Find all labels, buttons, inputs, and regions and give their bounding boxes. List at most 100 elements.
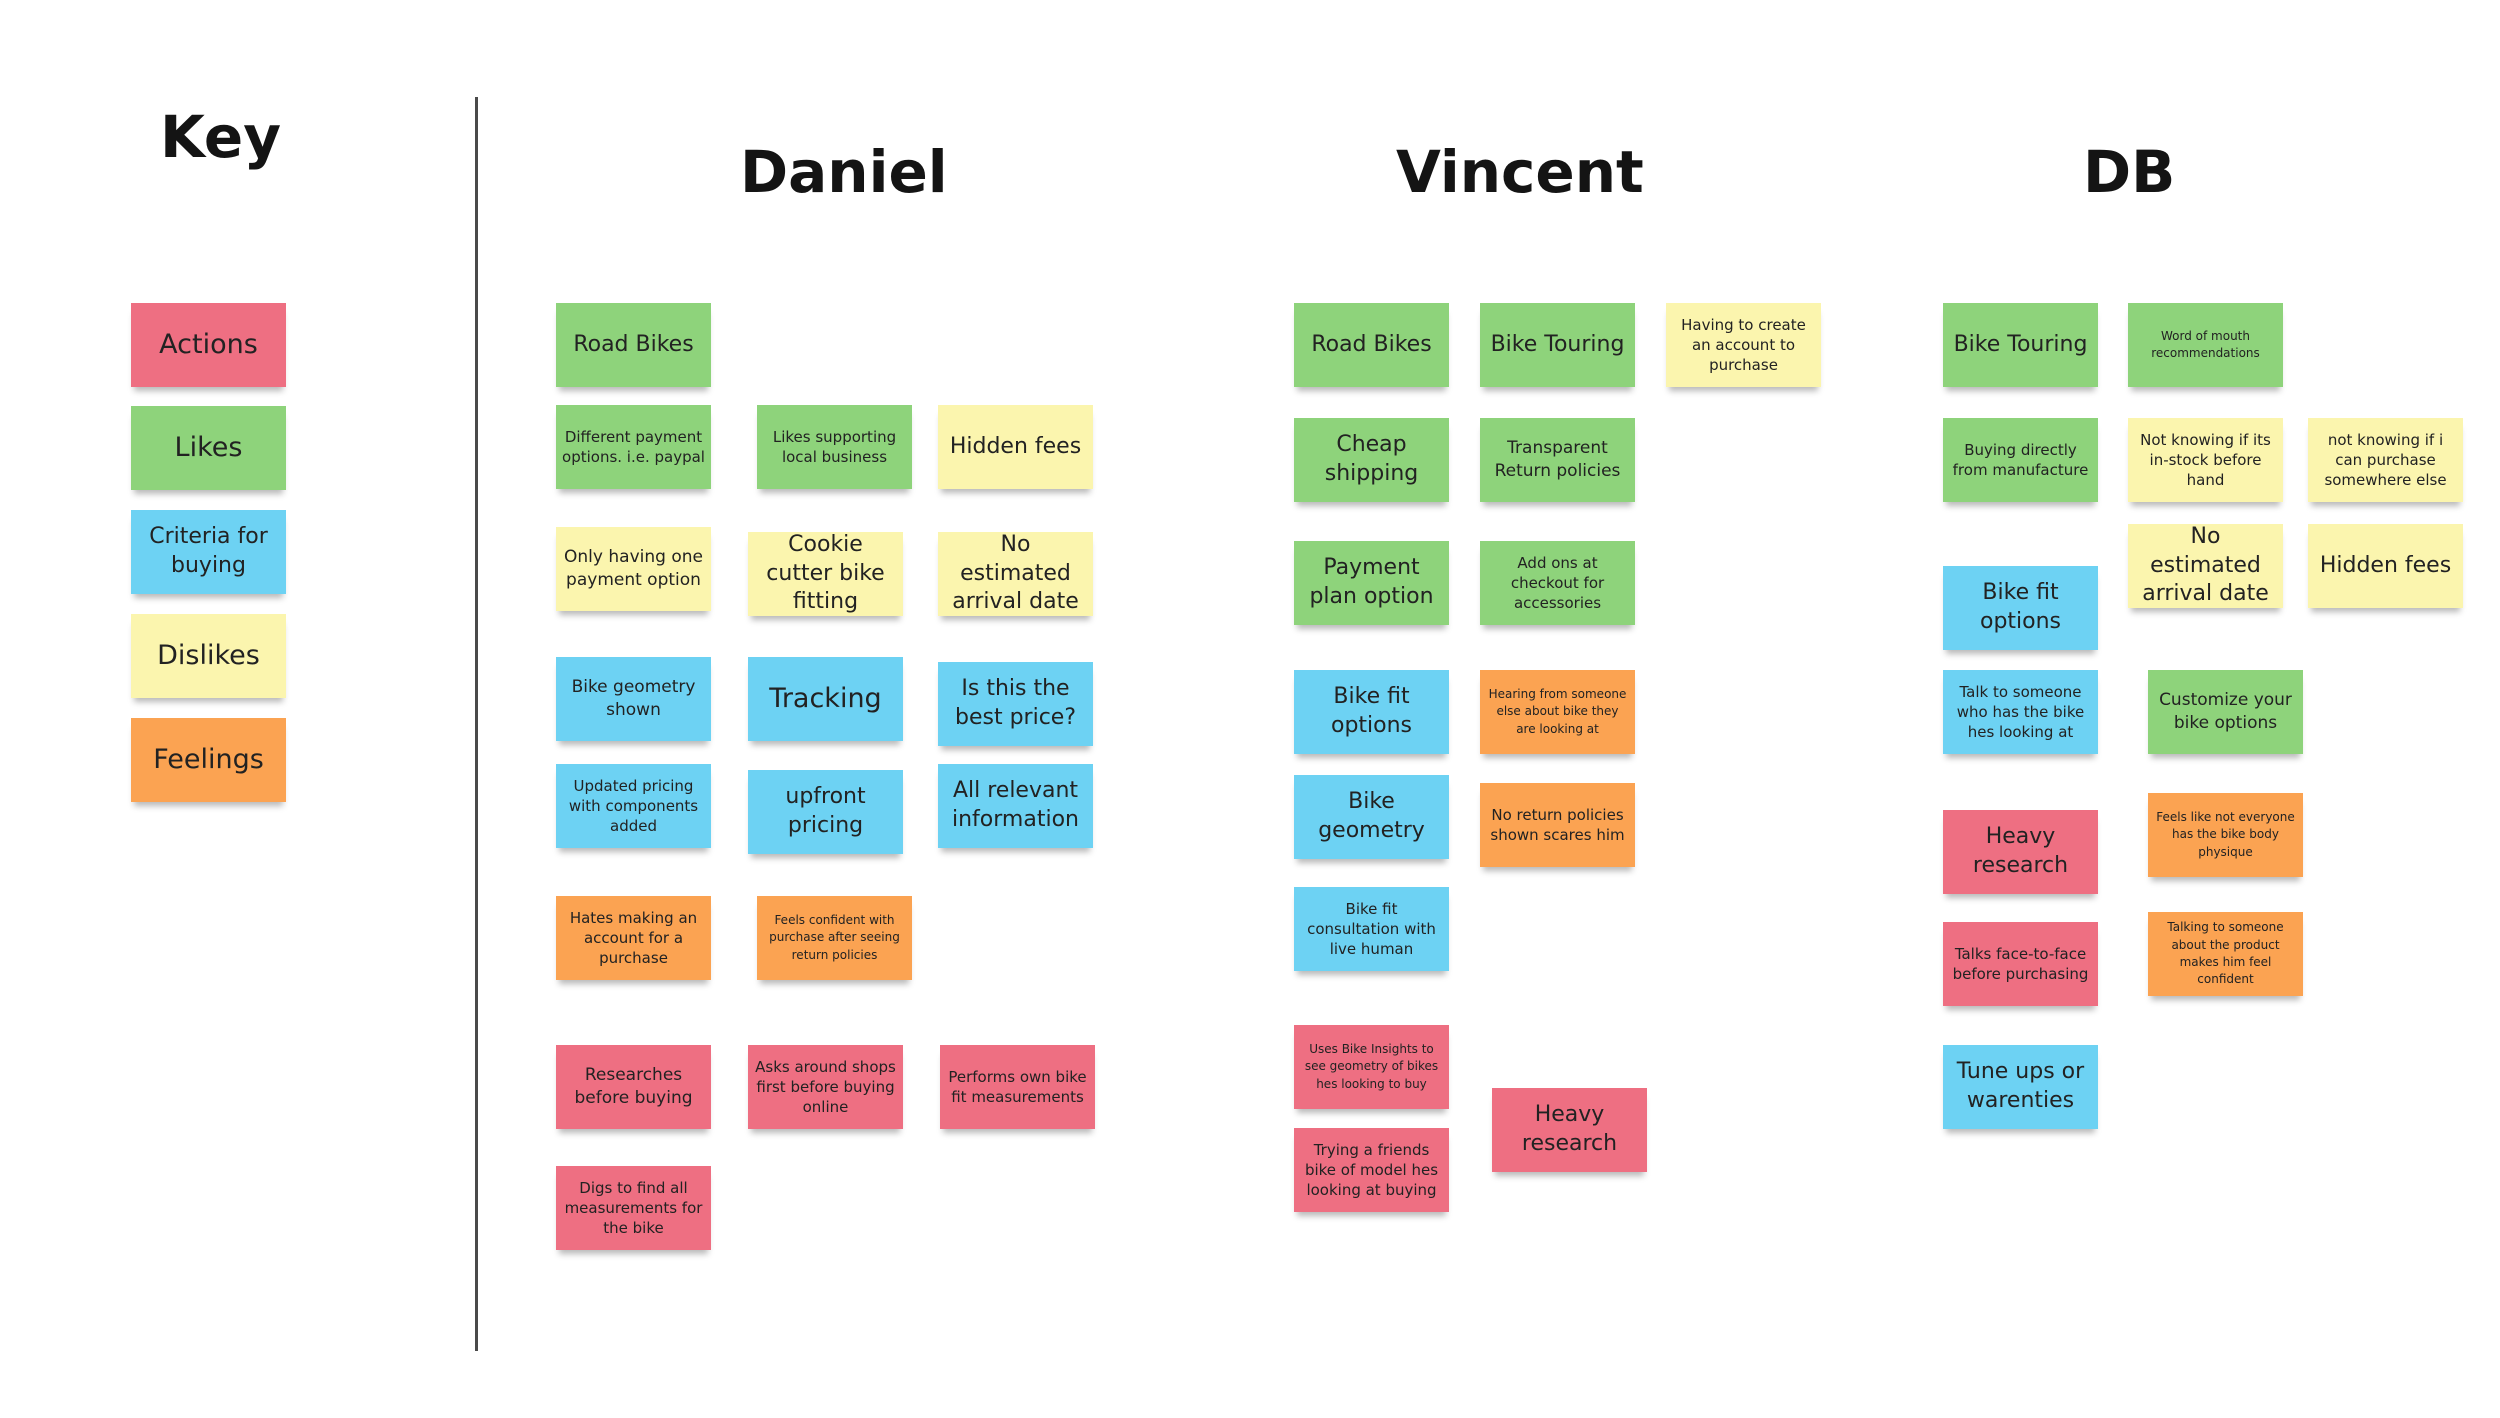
note-text: All relevant information xyxy=(952,778,1079,832)
note-text: Digs to find all measurements for the bi… xyxy=(564,1178,703,1238)
sticky-note[interactable]: Having to create an account to purchase xyxy=(1666,303,1821,387)
sticky-note[interactable]: Hearing from someone else about bike the… xyxy=(1480,670,1635,754)
note-text: not knowing if i can purchase somewhere … xyxy=(2324,430,2447,490)
sticky-note[interactable]: Asks around shops first before buying on… xyxy=(748,1045,903,1129)
note-text: Performs own bike fit measurements xyxy=(948,1067,1087,1106)
note-text: Uses Bike Insights to see geometry of bi… xyxy=(1304,1041,1439,1091)
sticky-note[interactable]: Is this the best price? xyxy=(938,662,1093,746)
note-text: Different payment options. i.e. paypal xyxy=(562,427,705,466)
sticky-note[interactable]: Payment plan option xyxy=(1294,541,1449,625)
note-text: Hates making an account for a purchase xyxy=(569,908,698,968)
sticky-note[interactable]: Hidden fees xyxy=(938,405,1093,489)
sticky-note[interactable]: Road Bikes xyxy=(1294,303,1449,387)
sticky-note[interactable]: Researches before buying xyxy=(556,1045,711,1129)
note-text: Tune ups or warenties xyxy=(1956,1059,2085,1113)
column-divider xyxy=(475,97,478,1351)
sticky-note[interactable]: Feels like not everyone has the bike bod… xyxy=(2148,793,2303,877)
note-text: No estimated arrival date xyxy=(952,532,1079,615)
sticky-note[interactable]: Cookie cutter bike fitting xyxy=(748,532,903,616)
note-text: Talk to someone who has the bike hes loo… xyxy=(1956,682,2085,742)
sticky-note[interactable]: Likes supporting local business xyxy=(757,405,912,489)
note-text: Is this the best price? xyxy=(954,676,1076,730)
sticky-note[interactable]: Performs own bike fit measurements xyxy=(940,1045,1095,1129)
sticky-note[interactable]: Different payment options. i.e. paypal xyxy=(556,405,711,489)
note-text: Criteria for buying xyxy=(149,524,268,578)
sticky-note[interactable]: No return policies shown scares him xyxy=(1480,783,1635,867)
sticky-note[interactable]: not knowing if i can purchase somewhere … xyxy=(2308,418,2463,502)
note-text: Bike fit consultation with live human xyxy=(1307,899,1436,959)
note-text: Customize your bike options xyxy=(2159,690,2292,733)
note-text: Bike Touring xyxy=(1490,331,1625,357)
sticky-note[interactable]: No estimated arrival date xyxy=(2128,524,2283,608)
sticky-note[interactable]: Bike geometry shown xyxy=(556,657,711,741)
note-text: Feels like not everyone has the bike bod… xyxy=(2156,809,2295,859)
sticky-note[interactable]: Only having one payment option xyxy=(556,527,711,611)
note-text: Cheap shipping xyxy=(1324,432,1419,486)
note-text: Heavy research xyxy=(1521,1102,1618,1156)
key-actions-note[interactable]: Actions xyxy=(131,303,286,387)
note-text: upfront pricing xyxy=(785,784,866,838)
sticky-note[interactable]: Add ons at checkout for accessories xyxy=(1480,541,1635,625)
sticky-note[interactable]: Hidden fees xyxy=(2308,524,2463,608)
note-text: Likes xyxy=(174,432,243,464)
note-text: Updated pricing with components added xyxy=(568,776,699,836)
sticky-note[interactable]: Bike Touring xyxy=(1943,303,2098,387)
sticky-note[interactable]: Bike fit options xyxy=(1943,566,2098,650)
sticky-note[interactable]: No estimated arrival date xyxy=(938,532,1093,616)
note-text: Buying directly from manufacture xyxy=(1952,440,2089,479)
key-title: Key xyxy=(160,103,282,171)
sticky-note[interactable]: Heavy research xyxy=(1943,810,2098,894)
note-text: Feels confident with purchase after seei… xyxy=(769,912,900,962)
sticky-note[interactable]: Word of mouth recommendations xyxy=(2128,303,2283,387)
note-text: Word of mouth recommendations xyxy=(2151,328,2260,360)
note-text: Actions xyxy=(159,329,258,361)
sticky-note[interactable]: Bike geometry xyxy=(1294,775,1449,859)
sticky-note[interactable]: Trying a friends bike of model hes looki… xyxy=(1294,1128,1449,1212)
sticky-note[interactable]: Tune ups or warenties xyxy=(1943,1045,2098,1129)
key-likes-note[interactable]: Likes xyxy=(131,406,286,490)
sticky-note[interactable]: Heavy research xyxy=(1492,1088,1647,1172)
note-text: Talks face-to-face before purchasing xyxy=(1952,944,2089,983)
note-text: Road Bikes xyxy=(1311,331,1432,357)
sticky-note[interactable]: Updated pricing with components added xyxy=(556,764,711,848)
key-criteria-note[interactable]: Criteria for buying xyxy=(131,510,286,594)
sticky-note[interactable]: Buying directly from manufacture xyxy=(1943,418,2098,502)
sticky-note[interactable]: Uses Bike Insights to see geometry of bi… xyxy=(1294,1025,1449,1109)
db-title: DB xyxy=(2083,138,2176,206)
sticky-note[interactable]: Tracking xyxy=(748,657,903,741)
sticky-note[interactable]: Talk to someone who has the bike hes loo… xyxy=(1943,670,2098,754)
key-dislikes-note[interactable]: Dislikes xyxy=(131,614,286,698)
note-text: Bike fit options xyxy=(1979,580,2062,634)
note-text: Hidden fees xyxy=(949,433,1082,459)
note-text: Hidden fees xyxy=(2319,552,2452,578)
note-text: Not knowing if its in-stock before hand xyxy=(2140,430,2271,490)
sticky-note[interactable]: Talks face-to-face before purchasing xyxy=(1943,922,2098,1006)
sticky-note[interactable]: All relevant information xyxy=(938,764,1093,848)
sticky-note[interactable]: Transparent Return policies xyxy=(1480,418,1635,502)
note-text: Bike fit options xyxy=(1330,684,1413,738)
sticky-note[interactable]: Talking to someone about the product mak… xyxy=(2148,912,2303,996)
note-text: Talking to someone about the product mak… xyxy=(2167,920,2284,987)
sticky-note[interactable]: Road Bikes xyxy=(556,303,711,387)
sticky-note[interactable]: Bike fit options xyxy=(1294,670,1449,754)
sticky-note[interactable]: upfront pricing xyxy=(748,770,903,854)
sticky-note[interactable]: Customize your bike options xyxy=(2148,670,2303,754)
sticky-note[interactable]: Digs to find all measurements for the bi… xyxy=(556,1166,711,1250)
sticky-note[interactable]: Cheap shipping xyxy=(1294,418,1449,502)
note-text: Tracking xyxy=(769,683,882,715)
note-text: Add ons at checkout for accessories xyxy=(1510,553,1605,613)
daniel-title: Daniel xyxy=(740,138,948,206)
note-text: Only having one payment option xyxy=(564,547,703,590)
sticky-note[interactable]: Bike Touring xyxy=(1480,303,1635,387)
note-text: Trying a friends bike of model hes looki… xyxy=(1304,1140,1439,1200)
note-text: Likes supporting local business xyxy=(772,427,897,466)
note-text: Payment plan option xyxy=(1309,555,1434,609)
note-text: Hearing from someone else about bike the… xyxy=(1488,686,1627,736)
key-feelings-note[interactable]: Feelings xyxy=(131,718,286,802)
sticky-note[interactable]: Feels confident with purchase after seei… xyxy=(757,896,912,980)
sticky-note[interactable]: Bike fit consultation with live human xyxy=(1294,887,1449,971)
note-text: Feelings xyxy=(153,744,264,776)
sticky-note[interactable]: Hates making an account for a purchase xyxy=(556,896,711,980)
note-text: Heavy research xyxy=(1972,824,2069,878)
sticky-note[interactable]: Not knowing if its in-stock before hand xyxy=(2128,418,2283,502)
